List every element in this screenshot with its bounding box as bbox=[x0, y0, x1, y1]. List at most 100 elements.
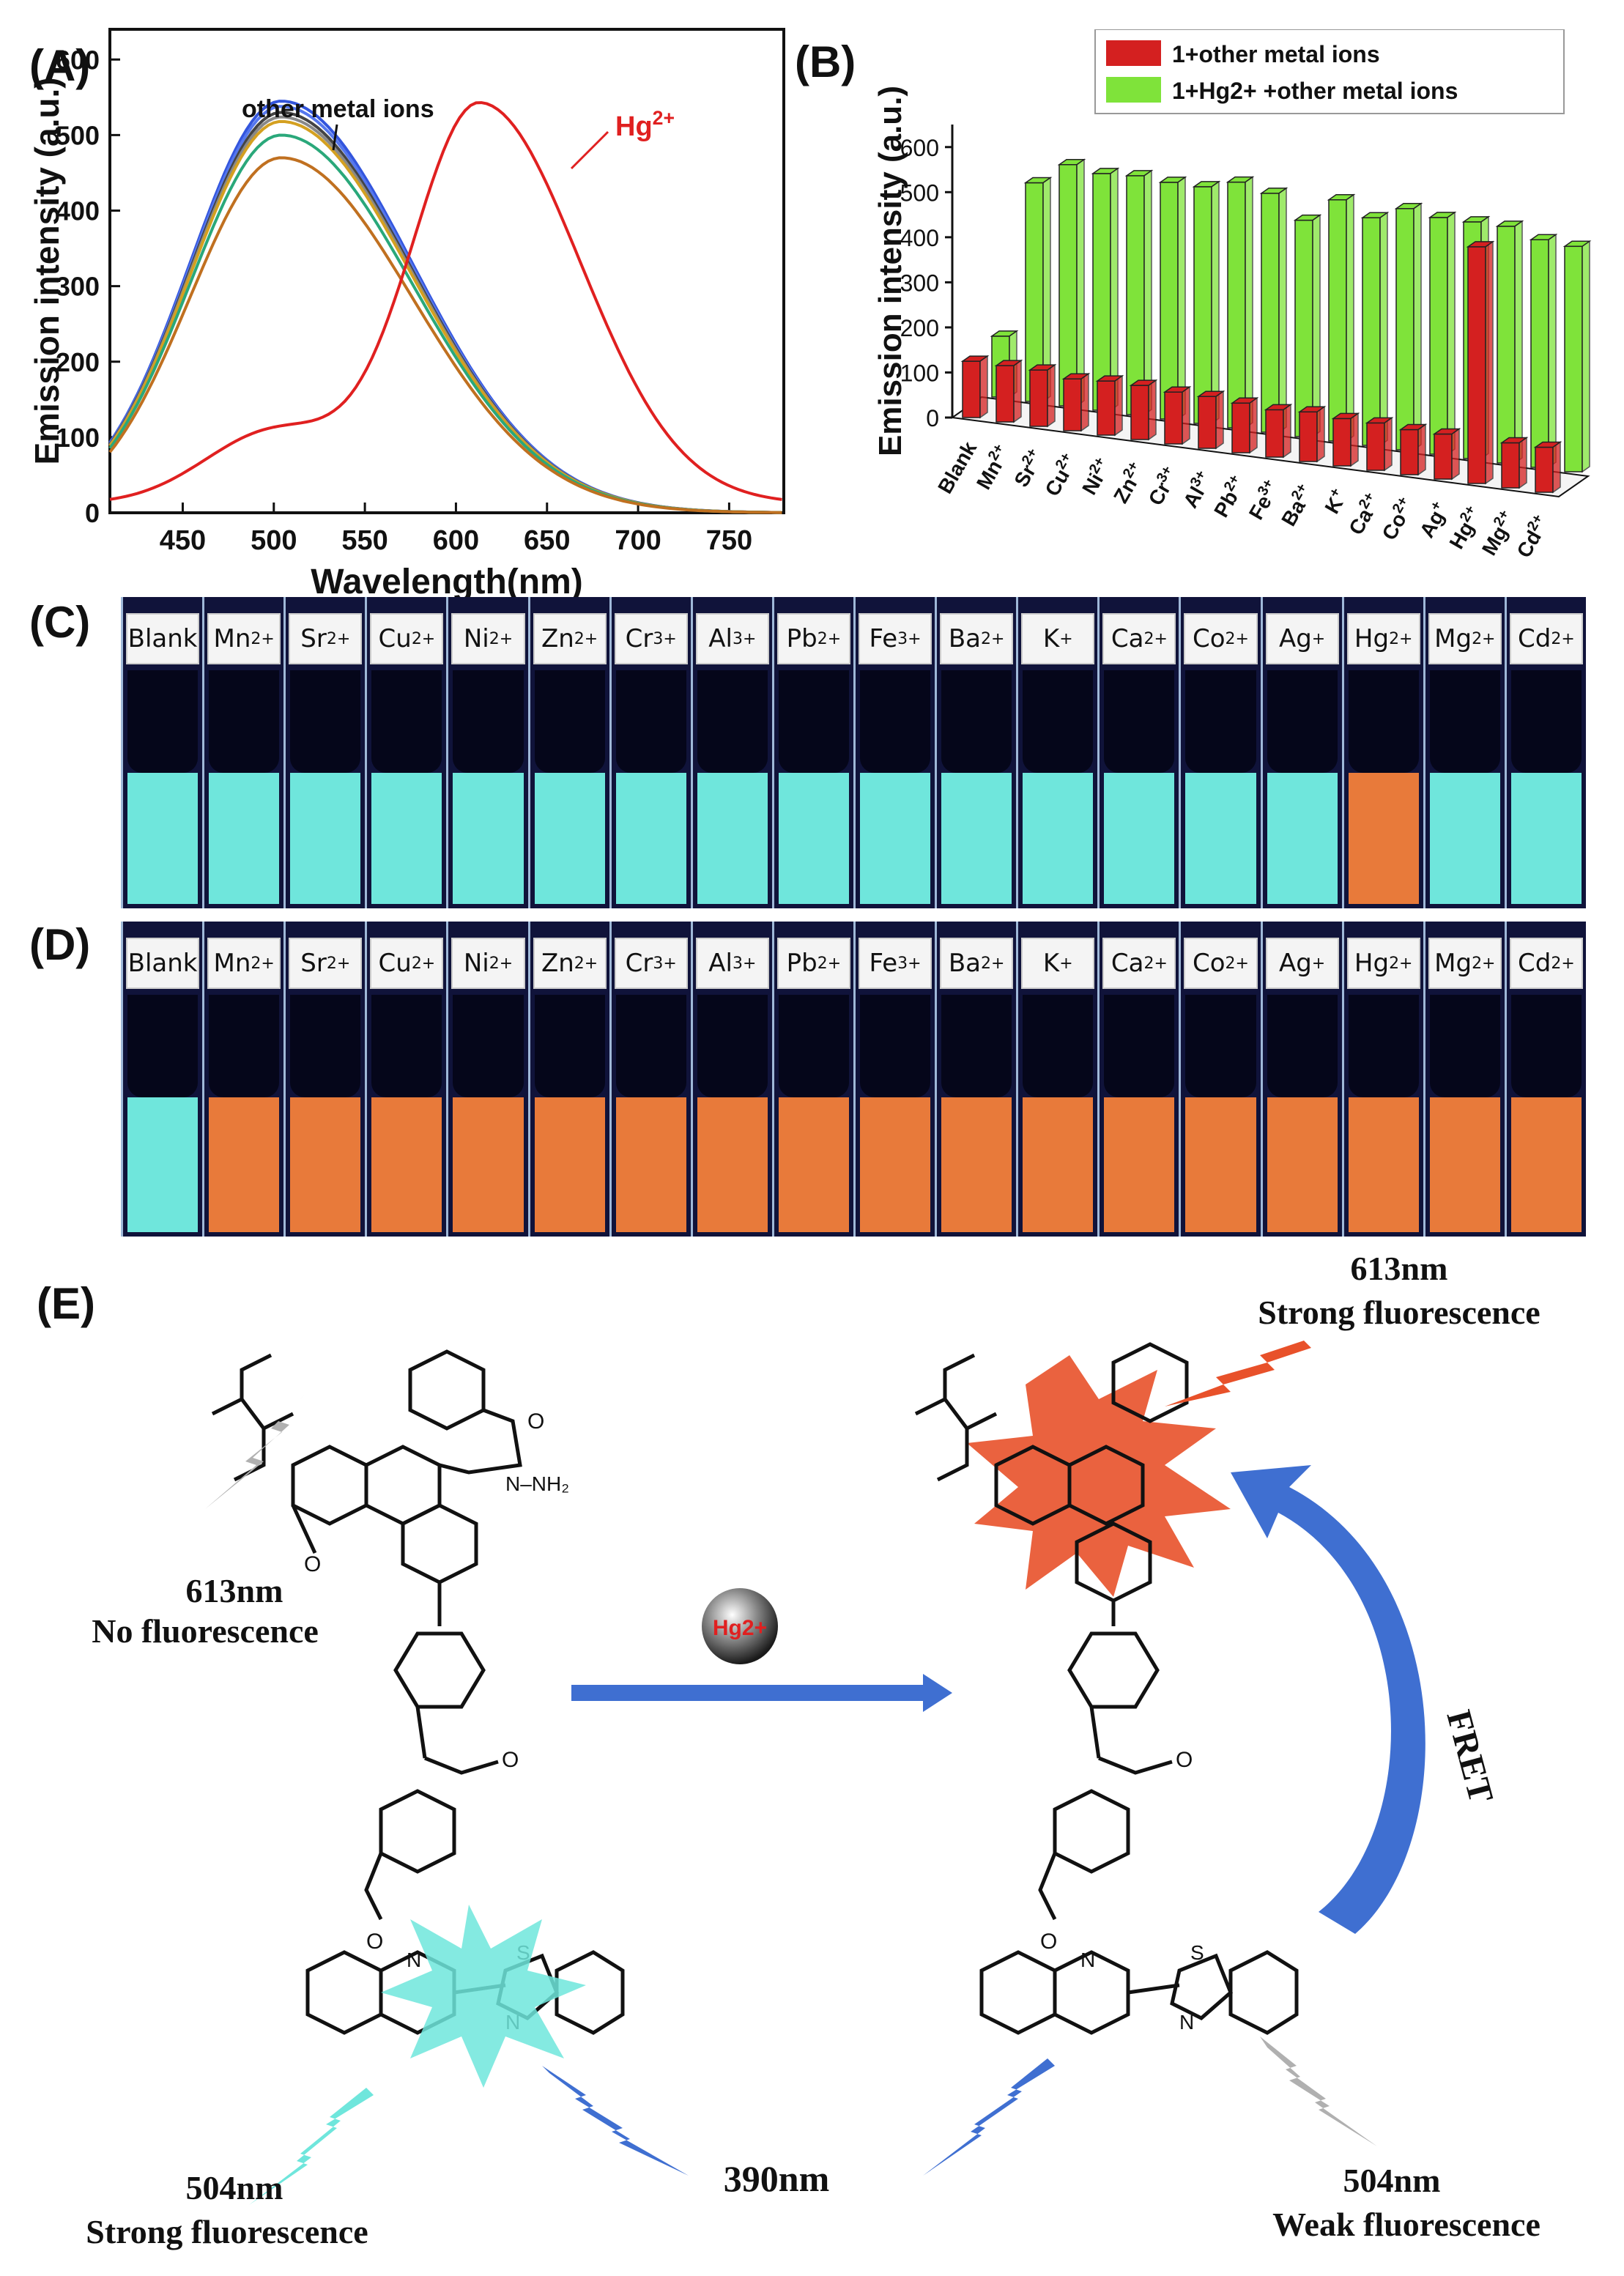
chart-b-bar-green-side bbox=[1312, 214, 1321, 438]
gray-bolt-right bbox=[1260, 2036, 1377, 2146]
chart-b-legend-label-green: 1+Hg2+ +other metal ions bbox=[1172, 78, 1458, 104]
chart-b-bar-red bbox=[1535, 446, 1554, 493]
chart-b-bar-green bbox=[1193, 186, 1212, 424]
photo-d-vial-solution-orange bbox=[1023, 1097, 1094, 1232]
scheme-e-fret-mechanism: O O N–NH₂ O O N S N bbox=[205, 1341, 1501, 2205]
photo-d-vial-solution-orange bbox=[615, 1097, 686, 1232]
photo-c-vial: Ag+ bbox=[1260, 597, 1342, 908]
photo-c-vial-label: Blank bbox=[126, 613, 200, 664]
chart-b-bar-green-side bbox=[1548, 233, 1557, 469]
chart-b-bar-green-side bbox=[1143, 169, 1152, 416]
chart-a-ytick-label: 600 bbox=[56, 45, 100, 75]
photo-d-vial-solution-orange bbox=[290, 1097, 361, 1232]
photo-c-vial-solution-cyan bbox=[615, 773, 686, 904]
chart-b-ytick-label: 0 bbox=[926, 405, 939, 431]
svg-text:O: O bbox=[1176, 1748, 1193, 1772]
chart-a-ytick-label: 200 bbox=[56, 347, 100, 377]
panel-label-c: (C) bbox=[29, 598, 91, 647]
orange-fluorescence-burst bbox=[967, 1355, 1231, 1597]
chart-b-category-label: Pb2+ bbox=[1208, 472, 1251, 521]
chart-b-bar-red-side bbox=[1182, 385, 1190, 445]
chart-b-bar-red bbox=[1299, 411, 1318, 462]
hg-ion-label: Hg2+ bbox=[713, 1616, 767, 1640]
svg-text:O: O bbox=[1040, 1930, 1057, 1954]
chart-b-bar-red-side bbox=[1316, 405, 1325, 463]
chart-a-xtick-label: 600 bbox=[433, 525, 479, 556]
chart-b-legend-box bbox=[1094, 29, 1565, 114]
photo-c-vial: Blank bbox=[121, 597, 202, 908]
photo-d-vial-solution-orange bbox=[778, 1097, 849, 1232]
chart-b-ytick-label: 100 bbox=[900, 360, 939, 386]
hg-ion-ball bbox=[702, 1588, 778, 1664]
chart-a-series-other-4 bbox=[108, 115, 782, 514]
reaction-arrow-shaft bbox=[571, 1685, 923, 1701]
chart-a-xtick-label: 450 bbox=[160, 525, 206, 556]
chart-b-bar-red-side bbox=[1148, 379, 1157, 441]
photo-d-vial-label: Blank bbox=[126, 938, 200, 989]
photo-c-vial: K+ bbox=[1016, 597, 1097, 908]
chart-b-bar-red bbox=[995, 365, 1015, 423]
chart-b-bar-red bbox=[1029, 369, 1048, 427]
svg-text:N: N bbox=[1080, 1949, 1095, 1971]
chart-b-bar-green bbox=[1395, 208, 1414, 451]
chart-b-bar-red bbox=[1265, 409, 1284, 458]
panel-label-a: (A) bbox=[29, 41, 91, 90]
svg-text:O: O bbox=[527, 1409, 544, 1434]
photo-d-vial-solution-orange bbox=[1348, 1097, 1419, 1232]
photo-d-vial-solution-orange bbox=[453, 1097, 524, 1232]
photo-d-vial-solution-orange bbox=[1104, 1097, 1175, 1232]
chart-b-bar-red-side bbox=[1047, 363, 1056, 428]
photo-c-vial-solution-cyan bbox=[1023, 773, 1094, 904]
photo-c-vial-solution-cyan bbox=[860, 773, 931, 904]
chart-b-bar-green-side bbox=[1177, 176, 1186, 420]
fret-label: FRET bbox=[1439, 1706, 1500, 1806]
photo-c-vial-solution-cyan bbox=[697, 773, 768, 904]
chart-b-bar-red-side bbox=[1417, 423, 1426, 476]
chart-b-bar-red bbox=[962, 360, 981, 418]
chart-b-bar-green bbox=[1227, 181, 1246, 429]
photo-c-vial-solution-cyan bbox=[941, 773, 1012, 904]
chart-a-series-hg bbox=[109, 101, 782, 501]
chart-b-bar-red-side bbox=[1552, 441, 1561, 494]
chart-b-bar-red-side bbox=[1283, 403, 1291, 459]
chart-a-ytick-label: 100 bbox=[56, 423, 100, 453]
chart-b-ytick-label: 300 bbox=[900, 270, 939, 296]
chart-b-bar-red-side bbox=[1249, 396, 1258, 454]
chart-b-category-label: Cu2+ bbox=[1039, 450, 1082, 500]
chart-a-xtick-label: 700 bbox=[615, 525, 661, 556]
chart-a-series-other-5 bbox=[108, 119, 782, 514]
chart-b-bar-green-side bbox=[1514, 220, 1523, 464]
chart-b-bar-green-side bbox=[1447, 211, 1456, 456]
chart-b-bar-red bbox=[1130, 385, 1149, 440]
chart-b-category-label: Al3+ bbox=[1177, 467, 1217, 512]
chart-a-ytick-label: 300 bbox=[56, 272, 100, 302]
chart-b-category-label: Cd2+ bbox=[1510, 511, 1554, 557]
